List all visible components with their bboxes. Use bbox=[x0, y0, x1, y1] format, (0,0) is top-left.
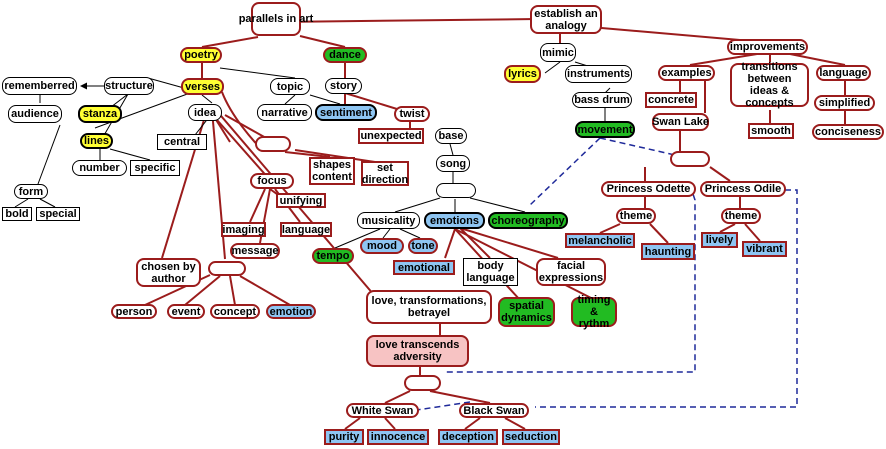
node-concept: concept bbox=[210, 304, 260, 319]
node-audience: audience bbox=[8, 105, 62, 123]
node-haunting: haunting bbox=[641, 243, 695, 260]
node-tempo: tempo bbox=[312, 248, 354, 264]
node-mimic: mimic bbox=[540, 43, 576, 62]
node-chosen-by-author: chosen by author bbox=[136, 258, 201, 287]
node-unifying: unifying bbox=[276, 193, 326, 208]
node-swan-lake: Swan Lake bbox=[652, 113, 709, 131]
node-transitions: transitions between ideas & concepts bbox=[730, 61, 809, 109]
node-dance: dance bbox=[323, 47, 367, 63]
link bbox=[276, 18, 538, 23]
node-princess-odile: Princess Odile bbox=[700, 181, 786, 197]
node-idea: idea bbox=[188, 104, 222, 121]
node-simplified: simplified bbox=[814, 95, 875, 111]
node-innocence: innocence bbox=[367, 429, 429, 445]
node-form: form bbox=[14, 184, 48, 199]
node-empty-5 bbox=[404, 375, 441, 391]
node-unexpected: unexpected bbox=[358, 128, 424, 144]
node-lines: lines bbox=[80, 133, 113, 149]
node-examples: examples bbox=[658, 65, 715, 81]
node-number: number bbox=[72, 160, 127, 176]
node-vibrant: vibrant bbox=[742, 241, 787, 257]
node-empty-2 bbox=[670, 151, 710, 167]
node-shapes-content: shapes content bbox=[309, 157, 355, 185]
node-poetry: poetry bbox=[180, 47, 222, 63]
node-mood: mood bbox=[360, 238, 404, 254]
node-white-swan: White Swan bbox=[346, 403, 419, 418]
node-language-top: language bbox=[816, 65, 871, 81]
node-focus: focus bbox=[250, 173, 294, 189]
node-tone: tone bbox=[408, 238, 438, 254]
node-specific: specific bbox=[130, 160, 180, 176]
node-improvements: improvements bbox=[727, 39, 808, 55]
node-special: special bbox=[36, 207, 80, 221]
node-concrete: concrete bbox=[645, 92, 697, 108]
node-smooth: smooth bbox=[748, 123, 794, 139]
node-stanza: stanza bbox=[78, 105, 122, 123]
node-emotional: emotional bbox=[393, 260, 455, 275]
node-timing-rythm: timing & rythm bbox=[571, 294, 617, 330]
node-seduction: seduction bbox=[502, 429, 560, 445]
node-narrative: narrative bbox=[257, 104, 312, 121]
node-body-language: body language bbox=[463, 258, 518, 286]
node-song: song bbox=[436, 155, 470, 172]
node-empty-3 bbox=[436, 183, 476, 198]
node-theme-odette: theme bbox=[616, 208, 656, 224]
node-theme-odile: theme bbox=[721, 208, 761, 224]
node-love-transcends: love transcends adversity bbox=[366, 335, 469, 367]
node-melancholic: melancholic bbox=[565, 233, 635, 248]
node-parallels-in-art: parallels in art bbox=[239, 2, 313, 36]
node-empty-4 bbox=[208, 261, 246, 276]
node-conciseness: conciseness bbox=[812, 124, 884, 140]
node-black-swan: Black Swan bbox=[459, 403, 529, 418]
node-twist: twist bbox=[394, 106, 430, 122]
node-lively: lively bbox=[701, 232, 738, 248]
node-rememberred: rememberred bbox=[2, 77, 77, 95]
node-empty-1 bbox=[255, 136, 291, 152]
node-spatial-dynamics: spatial dynamics bbox=[498, 297, 555, 327]
node-purity: purity bbox=[324, 429, 364, 445]
node-emotion: emotion bbox=[266, 304, 316, 319]
node-story: story bbox=[325, 78, 362, 94]
node-bold: bold bbox=[2, 207, 32, 221]
node-topic: topic bbox=[270, 78, 310, 95]
node-structure: structure bbox=[104, 77, 154, 95]
node-facial-expressions: facial expressions bbox=[536, 258, 606, 286]
node-language-mid: language bbox=[280, 222, 332, 237]
node-deception: deception bbox=[438, 429, 498, 445]
node-sentiment: sentiment bbox=[315, 104, 377, 121]
node-choreography: choreography bbox=[488, 212, 568, 229]
node-emotions: emotions bbox=[424, 212, 485, 229]
node-event: event bbox=[167, 304, 205, 319]
node-movement: movement bbox=[575, 121, 635, 138]
node-set-direction: set direction bbox=[361, 161, 409, 186]
node-person: person bbox=[111, 304, 157, 319]
node-imaging: imaging bbox=[221, 222, 266, 237]
node-love-transformations: love, transformations, betrayel bbox=[366, 290, 492, 324]
node-lyrics: lyrics bbox=[504, 65, 541, 83]
node-establish-analogy: establish an analogy bbox=[530, 5, 602, 34]
node-princess-odette: Princess Odette bbox=[601, 181, 696, 197]
node-instruments: instruments bbox=[565, 65, 632, 83]
node-base: base bbox=[435, 128, 467, 144]
node-musicality: musicality bbox=[357, 212, 420, 229]
node-verses: verses bbox=[181, 78, 224, 95]
node-message: message bbox=[230, 243, 280, 259]
node-bass-drum: bass drum bbox=[572, 92, 632, 108]
dashed-links bbox=[409, 137, 798, 412]
node-central: central bbox=[157, 134, 207, 150]
